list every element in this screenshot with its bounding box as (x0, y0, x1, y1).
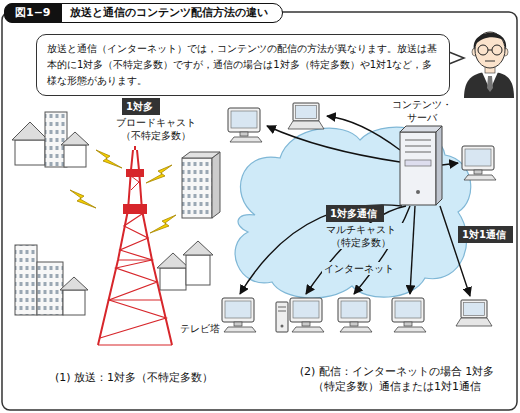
computer-icon (222, 298, 256, 332)
mode-label: ブロードキャスト（不特定多数） (108, 116, 204, 142)
computer-icon (290, 298, 324, 332)
computer-icon (228, 108, 262, 142)
tv-tower (131, 176, 139, 190)
lightning-bolt (146, 165, 172, 183)
region-label: インターネット (322, 262, 396, 275)
presenter-figure (488, 50, 492, 51)
figure-title: 放送と通信のコンテンツ配信方法の違い (61, 3, 283, 23)
lightning-bolt (150, 215, 176, 233)
house-cluster (157, 241, 213, 290)
computer-icon (222, 103, 496, 332)
sub-caption: (2) 配信：インターネットの場合 1対多（特定多数）通信または1対1通信 (283, 364, 511, 394)
object-label: コンテンツ・サーバ (390, 98, 454, 124)
sub-caption: (1) 放送：1対多（不特定多数） (55, 370, 213, 385)
figure-number: 図1−9 (4, 3, 62, 23)
tv-tower (127, 170, 143, 176)
presenter-figure (478, 45, 488, 55)
node-text: 1対1通信 (462, 228, 509, 241)
mode-label: マルチキャスト（特定多数） (318, 223, 404, 249)
computer-icon (276, 302, 288, 332)
bubble-tail (449, 52, 464, 64)
content-server (405, 160, 431, 166)
house-cluster (15, 140, 45, 165)
presenter-figure (464, 72, 514, 98)
house-cluster (186, 255, 210, 285)
mode-tag: 1対1通信 (458, 226, 513, 243)
delivery-arrow (240, 205, 402, 294)
computer-icon (288, 103, 324, 129)
lightning-bolt (70, 190, 96, 208)
computer-icon (392, 298, 426, 332)
tv-tower (137, 150, 172, 345)
building-cluster (182, 152, 220, 218)
mode-tag: 1対多通信 (326, 205, 384, 222)
house-cluster (61, 132, 89, 145)
content-server (405, 146, 431, 147)
content-server (405, 140, 431, 141)
lightning-bolt (96, 150, 122, 168)
tv-tower (109, 299, 161, 300)
content-server (436, 126, 442, 205)
figure-frame (2, 12, 517, 410)
content-server (405, 152, 431, 153)
speech-bubble: 放送と通信（インターネット）では，コンテンツの配信の方法が異なります。放送は基本… (36, 34, 450, 96)
delivery-arrow (240, 116, 470, 296)
tv-tower (98, 344, 172, 345)
tv-tower (98, 146, 172, 345)
content-server (416, 190, 420, 194)
delivery-arrow (440, 206, 470, 296)
tv-tower (118, 259, 152, 260)
content-server (400, 126, 442, 205)
building-cluster (182, 158, 212, 218)
building-cluster (37, 262, 63, 315)
tv-tower (100, 214, 166, 338)
building-cluster (212, 152, 220, 218)
house-cluster (183, 241, 213, 255)
content-server (400, 132, 436, 205)
house-cluster (12, 122, 48, 140)
delivery-arrow (267, 126, 400, 162)
house-cluster (12, 112, 89, 167)
computer-icon (456, 300, 492, 326)
tv-tower (134, 146, 136, 150)
content-server (400, 126, 442, 132)
building-cluster (15, 245, 37, 315)
house-cluster (160, 268, 186, 290)
presenter-figure (487, 76, 493, 92)
house-cluster (64, 145, 86, 167)
node-text: 1対多 (126, 100, 156, 113)
mode-tag: 1対多 (122, 98, 160, 115)
object-label: テレビ塔 (180, 322, 220, 335)
node-text: 1対多通信 (330, 207, 380, 220)
node-text: 放送と通信（インターネット）では，コンテンツの配信の方法が異なります。放送は基本… (47, 41, 439, 89)
building-cluster (63, 290, 85, 315)
presenter-figure (464, 32, 514, 98)
tv-tower (98, 150, 133, 345)
delivery-arrow (306, 206, 406, 294)
tv-tower (124, 205, 146, 213)
computer-icon (338, 298, 372, 332)
delivery-arrow (442, 163, 458, 165)
presenter-figure (492, 45, 502, 55)
presenter-figure (485, 61, 495, 62)
delivery-arrow (327, 116, 400, 150)
building-cluster (60, 277, 88, 290)
building-cluster (15, 245, 88, 315)
delivery-arrow (410, 206, 415, 294)
lightning-bolt (70, 150, 176, 233)
computer-icon (462, 146, 496, 180)
building-cluster (182, 152, 220, 158)
